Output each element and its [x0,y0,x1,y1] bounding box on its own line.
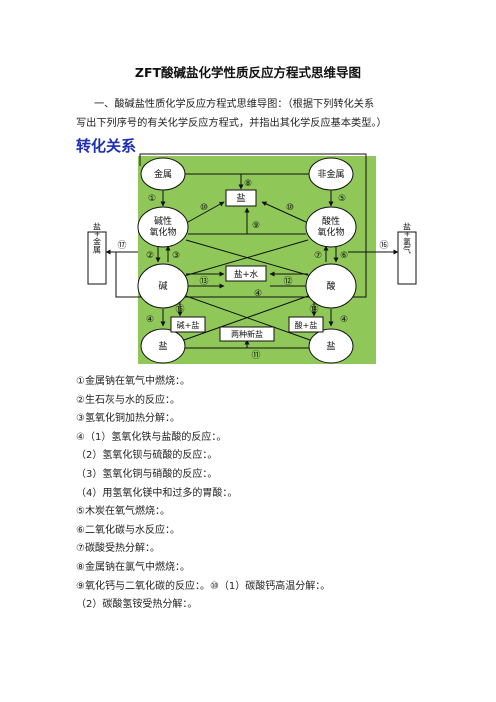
equation-list: ①金属钠在氧气中燃烧：。 ②生石灰与水的反应：。 ③氢氧化铜加热分解：。 ④（1… [76,373,436,615]
box-salt-hydrogen [397,231,417,285]
label-salt-metal: 盐+金属 [93,222,102,255]
label-basic-oxide-1: 碱性 [154,215,172,227]
num-12: ⑫ [283,276,292,287]
node-salt-bottom-left [140,328,186,364]
document-title: ZFT酸碱盐化学性质反应方程式思维导图 [134,65,362,80]
node-acidic-oxide [305,206,357,248]
num-4-right: ④ [340,315,348,325]
label-acidic-oxide-2: 氧化物 [317,226,344,238]
node-basic-oxide [137,206,189,248]
arrow-10-left [187,201,225,223]
num-4-left: ④ [146,315,154,325]
box-acid-salt [288,316,324,333]
num-8: ⑧ [244,179,252,189]
box-two-new-salts [219,326,275,342]
cross-basic-oxide-to-salt-water [185,239,312,277]
list-item: ⑥二氧化碳与水反应：。 [76,524,180,536]
list-item: ③氢氧化铜加热分解：。 [76,413,180,425]
num-15: ⑮ [175,304,184,315]
num-1: ① [148,194,156,204]
label-metal: 金属 [154,168,172,180]
node-salt-bottom-right [308,328,354,364]
label-acidic-oxide-1: 酸性 [322,215,340,227]
list-item: ②生石灰与水的反应：。 [76,394,180,406]
list-item: （2）氢氧化钡与硫酸的反应：。 [76,450,218,462]
intro-line-1: 一、酸碱盐性质化学反应方程式思维导图：（根据下列转化关系 [94,99,375,110]
num-14: ⑭ [309,304,318,315]
conversion-diagram: 转化关系 [76,134,426,364]
label-base-salt: 碱+盐 [177,320,200,330]
box-salt-metal [87,231,107,285]
box-salt-water [225,265,267,282]
list-item: ⑧金属钠在氯气中燃烧：。 [76,561,190,573]
list-item: ⑤木炭在氧气燃烧：。 [76,506,170,518]
num-5: ⑤ [338,194,346,204]
num-6: ⑥ [340,251,348,261]
list-item: （2）碳酸氢铵受热分解：。 [76,599,198,611]
box-salt-top [225,189,257,207]
num-10-right: ⑩ [286,203,294,213]
list-item: （3）氢氧化铜与硝酸的反应：。 [76,468,218,480]
label-salt-water: 盐+水 [234,269,259,280]
arrow-10-right [261,201,307,223]
label-salt-hydrogen: 盐+氢气 [403,222,412,254]
num-10-left: ⑩ [200,203,208,213]
label-acid-salt: 酸+盐 [295,320,318,330]
label-nonmetal: 非金属 [317,168,344,180]
label-basic-oxide-2: 氧化物 [149,226,176,238]
num-16: ⑯ [379,240,388,251]
num-13: ⑬ [199,276,208,287]
num-7: ⑦ [314,251,322,261]
cross-base-to-salt-right [185,295,311,341]
list-item: ④（1）氢氧化铁与盐酸的反应：。 [76,431,227,443]
list-item: （4）用氢氧化镁中和过多的胃酸：。 [76,487,238,499]
intro-line-2: 写出下列序号的有关化学反应方程式，并指出其化学反应基本类型。） [76,118,387,129]
list-item: ⑦碳酸受热分解：。 [76,543,160,555]
list-item: ⑨氧化钙与二氧化碳的反应：。⑩（1）碳酸钙高温分解：。 [76,580,331,592]
line-outer-right [115,252,367,298]
label-base: 碱 [158,281,167,292]
num-3: ③ [172,251,180,261]
label-salt-bottom-left: 盐 [158,340,167,352]
box-base-salt [170,316,206,333]
intro-paragraph: 一、酸碱盐性质化学反应方程式思维导图：（根据下列转化关系 写出下列序号的有关化学… [76,95,436,133]
node-metal [140,157,186,191]
cross-acid-to-salt-left [183,295,309,341]
node-base [137,263,189,309]
label-acid: 酸 [326,281,335,292]
num-17: ⑰ [117,240,126,251]
node-acid [305,263,357,309]
diagram-heading: 转化关系 [76,137,136,155]
label-salt-top: 盐 [236,192,245,204]
line-outer-left [139,153,367,286]
num-11: ⑪ [251,350,260,361]
num-4-center: ④ [254,289,262,299]
cross-acidic-oxide-to-salt-water [183,239,309,277]
label-salt-bottom-right: 盐 [326,340,335,352]
num-2: ② [146,251,154,261]
node-nonmetal [308,157,354,191]
num-9: ⑨ [252,221,260,231]
list-item: ①金属钠在氧气中燃烧：。 [76,376,190,387]
label-two-new-salts: 两种新盐 [231,329,263,339]
